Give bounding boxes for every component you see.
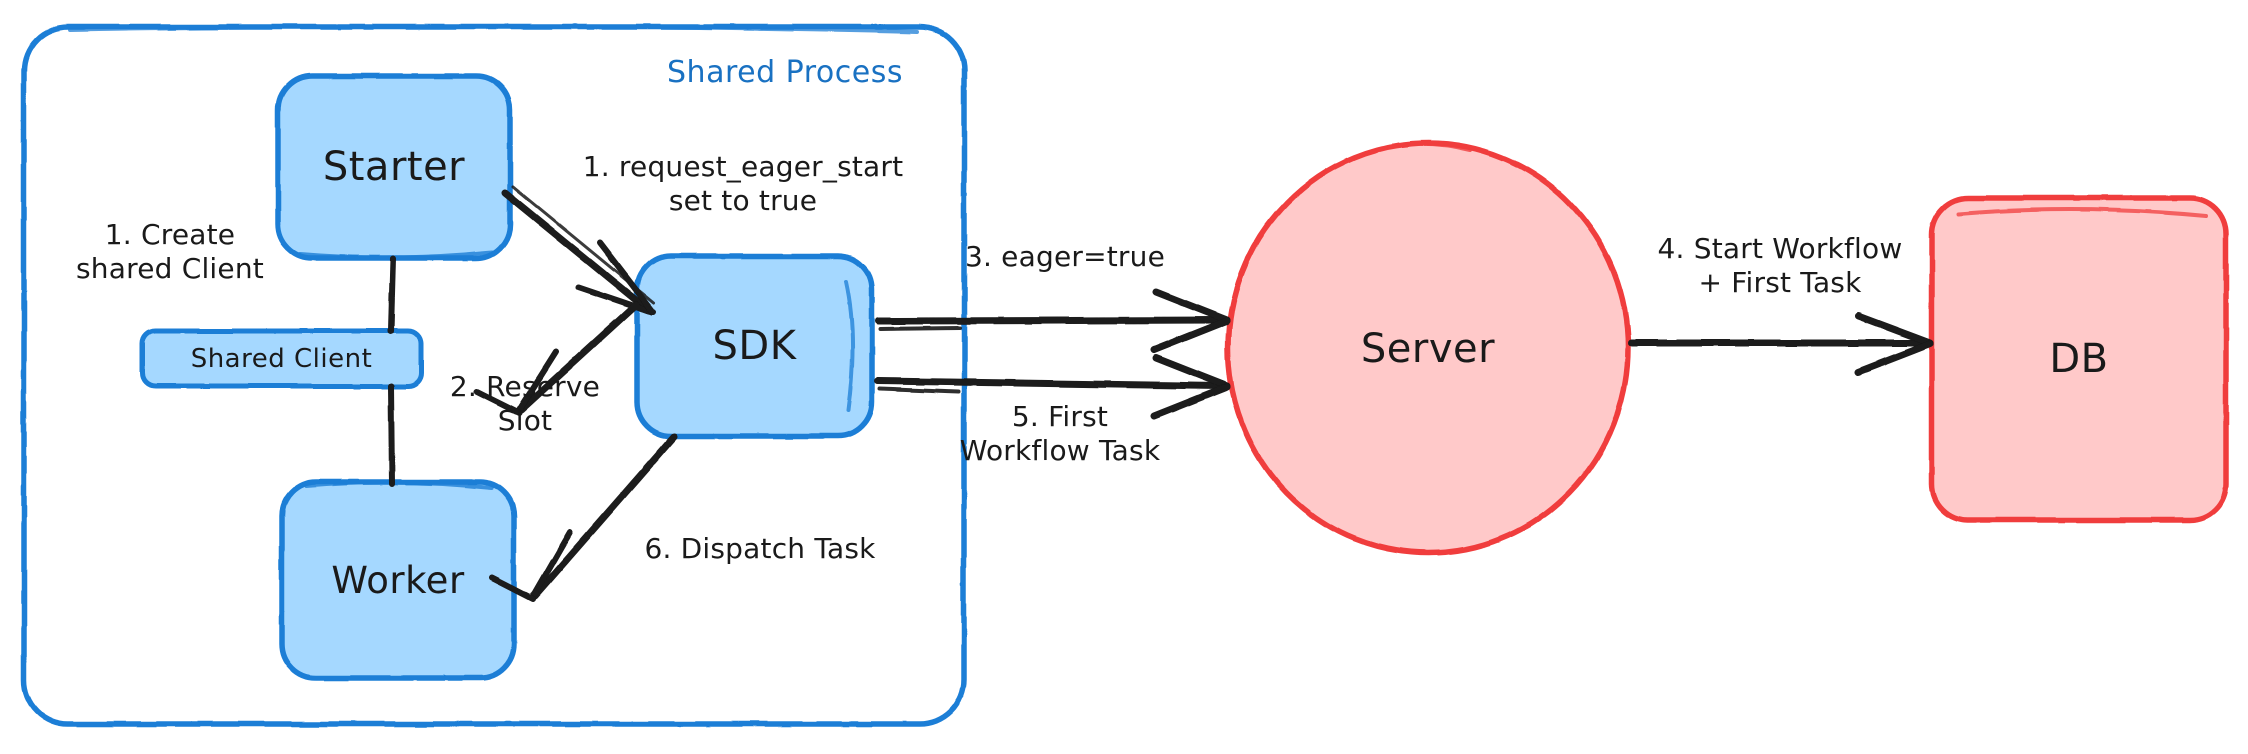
edge-create-shared-client-line xyxy=(388,255,396,487)
edge-reserve-slot-label: 2. Reserve Slot xyxy=(449,370,601,438)
node-worker-label[interactable]: Worker xyxy=(331,558,465,602)
edge-eager-true-label: 3. eager=true xyxy=(964,240,1166,273)
node-worker-shape[interactable] xyxy=(279,479,517,681)
edge-eager-true-line xyxy=(874,288,1231,354)
edge-start-workflow-line xyxy=(1628,312,1934,376)
edge-dispatch-task-line xyxy=(489,433,678,602)
node-server-shape[interactable] xyxy=(1225,140,1631,556)
node-starter-label[interactable]: Starter xyxy=(322,144,466,190)
node-sdk-label[interactable]: SDK xyxy=(712,323,797,369)
shared-process-group-border xyxy=(21,24,967,727)
edge-first-workflow-task-label: 5. First Workflow Task xyxy=(959,400,1161,468)
edge-request-eager-start-label: 1. request_eager_start set to true xyxy=(582,150,904,218)
edge-start-workflow-label: 4. Start Workflow + First Task xyxy=(1657,232,1903,300)
node-db-shape[interactable] xyxy=(1929,195,2229,523)
edge-reserve-slot-line xyxy=(474,301,640,416)
node-server-label[interactable]: Server xyxy=(1360,325,1496,372)
edge-dispatch-task-label: 6. Dispatch Task xyxy=(644,532,876,565)
edge-first-workflow-task-line xyxy=(874,354,1231,420)
edge-request-eager-start-line xyxy=(501,185,656,315)
node-sdk-shape[interactable] xyxy=(634,253,875,439)
node-db-label[interactable]: DB xyxy=(2049,336,2109,382)
node-shared-client-shape[interactable] xyxy=(139,328,424,389)
shared-process-title: Shared Process xyxy=(667,55,903,90)
edge-create-shared-client-label: 1. Create shared Client xyxy=(76,218,264,286)
node-shared-client-label[interactable]: Shared Client xyxy=(190,343,373,374)
